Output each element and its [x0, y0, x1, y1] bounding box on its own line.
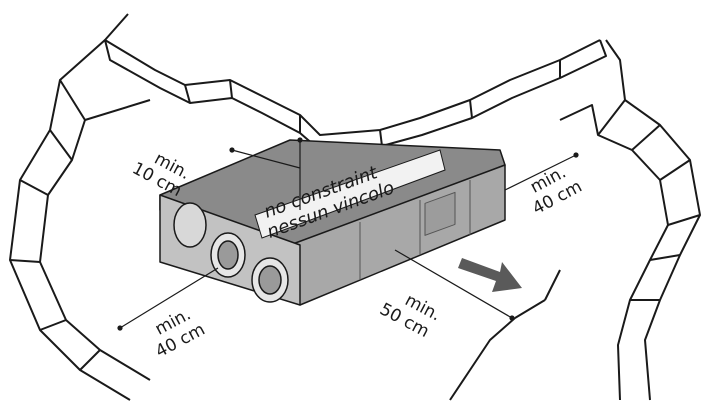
clearance-right: min. 40 cm — [527, 162, 585, 219]
direction-arrow — [458, 258, 522, 292]
top-face-label-plate — [254, 149, 446, 239]
duct-port-1 — [173, 202, 207, 248]
ceiling-structure — [9, 13, 701, 401]
clearance-bottom-left: min. 40 cm — [152, 304, 209, 362]
duct-connectors — [173, 202, 289, 303]
clearance-bottom-front: min. 50 cm — [376, 290, 444, 342]
dimension-lines — [117, 137, 579, 331]
ventilation-unit — [159, 139, 506, 306]
